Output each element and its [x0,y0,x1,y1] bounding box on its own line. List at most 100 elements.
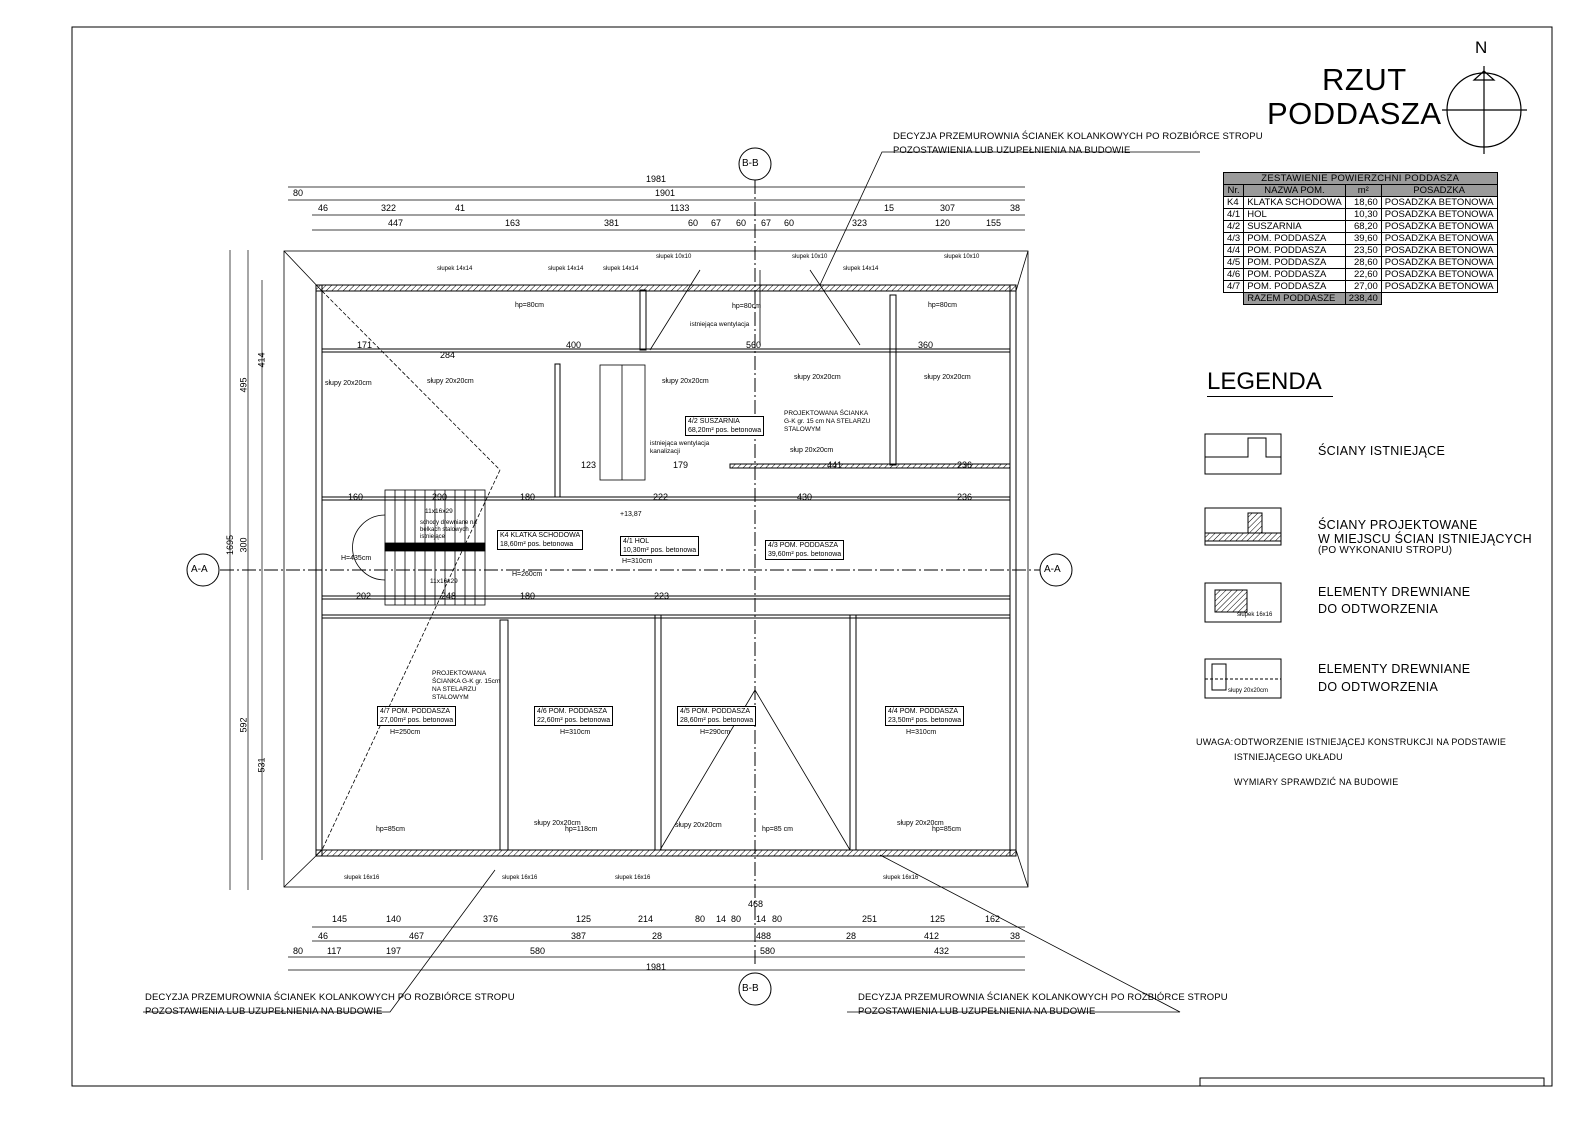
room-floor: pos. betonowa [915,717,962,724]
dim-label: 80 [731,914,742,924]
annot-slupek10-3: słupek 10x10 [944,254,980,260]
roof-outline [283,250,1029,888]
annot-slupy-3: słupy 20x20cm [662,378,709,385]
dim-label: 155 [986,218,1002,228]
annot-level: +13,87 [620,511,642,518]
cell-name: HOL [1243,208,1346,221]
dim-label: 248 [441,591,457,601]
dim-label: 60 [736,218,747,228]
dim-label: 180 [520,492,536,502]
legend-item-existing-walls: ŚCIANY ISTNIEJĄCE [1318,444,1446,458]
annot-slupy-2: słupy 20x20cm [427,378,474,385]
room-floor: pos. betonowa [564,717,611,724]
cell-nr: 4/5 [1222,256,1245,269]
annot-hp80-2: hp=80cm [732,303,761,310]
note-line1: ODTWORZENIE ISTNIEJĄCEJ KONSTRUKCJI NA P… [1234,737,1507,747]
room-name: POM. PODDASZA [691,708,751,715]
legend-item-wood-1a: ELEMENTY DREWNIANE [1318,585,1471,599]
dim-label: 430 [797,492,813,502]
cell-area: 22,60 [1344,268,1382,281]
dim-label: 120 [935,218,951,228]
room-area: 10,30m² [623,547,649,554]
area-table: ZESTAWIENIE POWIERZCHNI PODDASZA Nr. NAZ… [1222,172,1498,305]
decision-bl-line1: DECYZJA PRZEMUROWNIA ŚCIANEK KOLANKOWYCH… [145,992,515,1003]
legend-item-wood-2a: ELEMENTY DREWNIANE [1318,662,1471,676]
legend-item-projected-walls-1: ŚCIANY PROJEKTOWANE [1318,518,1478,532]
cell-name: POM. PODDASZA [1243,280,1346,293]
room-floor: pos. betonowa [407,717,454,724]
dim-label: 495 [238,377,249,393]
cell-area: 27,00 [1344,280,1382,293]
legend-sample-1: słupek 16x16 [1237,612,1273,618]
dim-label: 38 [1010,931,1021,941]
room-label-4-1: 4/1 HOL 10,30m² pos. betonowa [620,536,700,556]
room-label-4-6: 4/6 POM. PODDASZA 22,60m² pos. betonowa [534,706,614,726]
annot-slupek16-4: słupek 16x16 [883,875,919,881]
cell-nr: 4/2 [1222,220,1245,233]
room-label-4-2: 4/2 SUSZARNIA 68,20m² pos. betonowa [685,416,765,436]
dim-label: 197 [386,946,402,956]
annot-hp85-1: hp=85cm [376,826,405,833]
annot-slupek14-3: słupek 14x14 [603,266,639,272]
decision-br-line1: DECYZJA PRZEMUROWNIA ŚCIANEK KOLANKOWYCH… [858,992,1228,1003]
dimension-lines [229,186,1025,971]
section-lines [220,180,1040,965]
dim-label: 360 [918,340,934,350]
dim-label: 300 [238,537,249,553]
note-dimensions: WYMIARY SPRAWDZIĆ NA BUDOWIE [1234,777,1399,787]
room-area: 28,60m² [680,717,706,724]
annot-wentylacja: istniejąca wentylacja [690,321,750,328]
cell-floor: POSADZKA BETONOWA [1380,280,1498,293]
table-total-row: RAZEM PODDASZE 238,40 [1223,292,1498,305]
total-label: RAZEM PODDASZE [1243,292,1346,305]
annot-slup: słup 20x20cm [790,447,834,454]
room-height-4-5: H=290cm [700,729,731,736]
dim-label: 400 [566,340,582,350]
dim-label: 560 [746,340,762,350]
dim-label: 41 [455,203,466,213]
room-floor: pos. betonowa [715,427,762,434]
room-area: 27,00m² [380,717,406,724]
dim-label: 28 [652,931,663,941]
decision-bl-line2: POZOSTAWIENIA LUB UZUPEŁNIENIA NA BUDOWI… [145,1006,383,1017]
north-arrow-icon [1442,66,1527,154]
room-label-k4: K4 KLATKA SCHODOWA 18,60m² pos. betonowa [497,530,584,550]
dim-label: 46 [318,931,329,941]
legend-item-wood-2b: DO ODTWORZENIA [1318,680,1439,694]
room-id: 4/5 [680,708,690,715]
dim-label: 160 [348,492,364,502]
decision-top-line1: DECYZJA PRZEMUROWNIA ŚCIANEK KOLANKOWYCH… [893,131,1263,142]
room-floor: pos. betonowa [650,547,697,554]
room-id: 4/1 [623,538,633,545]
room-name: POM. PODDASZA [899,708,959,715]
cell-name: POM. PODDASZA [1243,244,1346,257]
annot-hp85-3: hp=85 cm [762,826,793,833]
dim-label: 414 [256,352,267,368]
annot-slupy-6: słupy 20x20cm [534,820,581,827]
dim-top-inner: 1901 [655,188,676,198]
annot-hp80-1: hp=80cm [515,302,544,309]
cell-nr: 4/6 [1222,268,1245,281]
cell-area: 39,60 [1344,232,1382,245]
dim-label: 467 [409,931,425,941]
decision-br-line2: POZOSTAWIENIA LUB UZUPEŁNIENIA NA BUDOWI… [858,1006,1096,1017]
north-label: N [1475,38,1488,57]
dim-label: 376 [483,914,499,924]
cell-name: POM. PODDASZA [1243,268,1346,281]
interior-walls [321,289,1011,851]
room-id: 4/4 [888,708,898,715]
dim-label: 323 [852,218,868,228]
cell-nr: 4/7 [1222,280,1245,293]
total-value: 238,40 [1344,292,1382,305]
dim-label: 67 [761,218,772,228]
room-floor: pos. betonowa [707,717,754,724]
annot-slupek16-2: słupek 16x16 [502,875,538,881]
room-area: 22,60m² [537,717,563,724]
cell-area: 23,50 [1344,244,1382,257]
dim-label: 38 [1010,203,1021,213]
